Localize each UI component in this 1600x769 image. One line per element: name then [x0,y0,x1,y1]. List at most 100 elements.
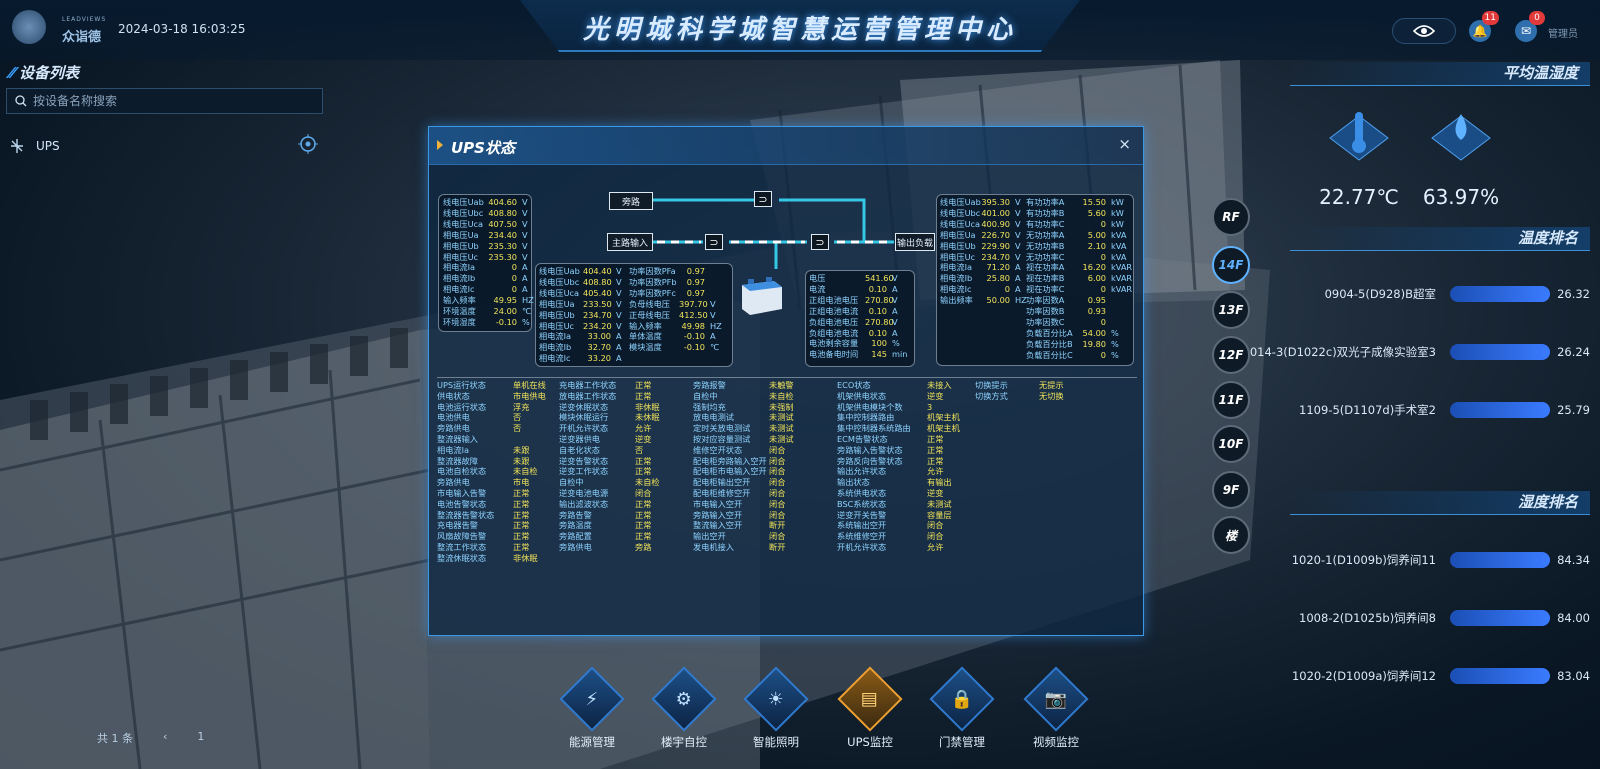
status-label: UPS运行状态 [437,380,486,390]
view-toggle-button[interactable] [1392,18,1456,44]
gear-icon: ⚙ [651,666,717,732]
data-value: 541.60 [865,273,894,283]
rank-bar [1450,286,1550,302]
datetime: 2024-03-18 16:03:25 [118,22,246,36]
locate-icon[interactable] [298,134,318,154]
status-row: 模块休眠运行未休眠 [559,412,660,423]
data-value: 0.95 [1087,295,1106,306]
status-label: 配电柜市电输入空开 [693,466,767,477]
status-value: 允许 [927,466,944,477]
floor-button-11f[interactable]: 11F [1212,381,1250,419]
floor-button-9f[interactable]: 9F [1212,471,1250,509]
data-label: 负载百分比C [1026,349,1073,360]
nav-ups[interactable]: ▤UPS监控 [834,666,906,750]
data-label: 输入频率 [629,320,662,331]
status-value: 闭合 [769,531,786,542]
status-label: 旁路供电 [559,541,592,552]
status-row: 电池告警状态正常 [437,499,546,510]
rank-value: 26.32 [1557,287,1590,301]
status-label: 配电柜维修空开 [693,487,751,498]
data-label: 相电压Ub [539,309,575,320]
rank-name: 0904-5(D928)B超室 [1324,287,1436,301]
avg-temperature-value: 22.77℃ [1319,185,1399,209]
nav-access-control[interactable]: 🔒门禁管理 [926,666,998,750]
status-row: 维修空开状态闭合 [693,445,794,456]
data-unit: V [892,294,898,305]
data-unit: V [1015,251,1021,262]
status-value: 正常 [927,444,944,455]
status-label: 逆变工作状态 [559,466,609,477]
data-unit: V [892,316,898,327]
status-label: ECM告警状态 [837,433,888,444]
nav-lighting[interactable]: ☀智能照明 [740,666,812,750]
status-label: 旁路反向告警状态 [837,455,903,466]
floor-button-12f[interactable]: 12F [1212,336,1250,374]
message-button[interactable]: ✉ 0 [1515,11,1545,42]
floor-button-rf[interactable]: RF [1212,198,1250,236]
data-unit: % [1111,338,1119,349]
data-value: 5.60 [1087,207,1106,218]
status-label: 逆变电池电源 [559,487,609,498]
tree-item-ups[interactable]: UPS [8,135,324,157]
status-value: 未自检 [513,466,538,477]
user-name[interactable]: 管理员 [1548,29,1578,40]
nav-energy[interactable]: ⚡能源管理 [556,666,628,750]
data-label: 功率因数PFb [629,276,677,287]
tree-item-label: UPS [36,139,60,153]
status-row: 整流工作状态正常 [437,542,546,553]
data-value: -0.10 [683,331,705,342]
nav-video[interactable]: 📷视频监控 [1020,666,1092,750]
status-row: 旁路配置正常 [559,531,660,542]
status-row: 风扇故障告警正常 [437,531,546,542]
notification-button[interactable]: 🔔 11 [1469,11,1499,42]
data-value: 0 [511,273,517,284]
data-label: 负组电池电流 [809,327,859,338]
status-row: 电池运行状态浮充 [437,402,546,413]
status-row: 市电输入空开闭合 [693,499,794,510]
data-value: 71.20 [986,262,1010,273]
building-overview-button[interactable]: 楼 [1212,516,1250,554]
data-value: 24.00 [493,306,517,317]
data-value: 0 [511,284,517,295]
floor-button-14f[interactable]: 14F [1212,246,1250,284]
search-input[interactable] [33,94,313,108]
data-label: 线电压Uab [539,266,580,276]
rank-bar [1450,668,1550,684]
status-row: 切换提示无提示 [975,380,1064,391]
data-value: 0.97 [686,287,705,298]
data-unit: V [892,273,898,283]
close-button[interactable]: × [1118,135,1131,153]
status-value: 未强制 [769,401,794,412]
status-value: 闭合 [927,520,944,531]
data-unit: V [522,240,528,251]
data-value: 233.50 [583,298,612,309]
status-value: 闭合 [769,455,786,466]
status-row: 旁路告警正常 [559,510,660,521]
status-row: 旁路输入告警状态正常 [837,445,960,456]
status-row: BSC系统状态未测试 [837,499,960,510]
status-label: 配电柜输出空开 [693,477,751,488]
pager-prev[interactable]: ‹ [163,730,168,743]
nav-building-control[interactable]: ⚙楼宇自控 [648,666,720,750]
status-row: 按对应容量测试未测试 [693,434,794,445]
data-label: 线电压Ubc [539,276,580,287]
floor-button-10f[interactable]: 10F [1212,425,1250,463]
rank-value: 84.00 [1557,611,1590,625]
floor-button-13f[interactable]: 13F [1212,291,1250,329]
status-value: 断开 [769,520,786,531]
divider [437,377,1137,378]
data-value: 54.00 [1082,327,1106,338]
pager-page[interactable]: 1 [197,730,205,743]
